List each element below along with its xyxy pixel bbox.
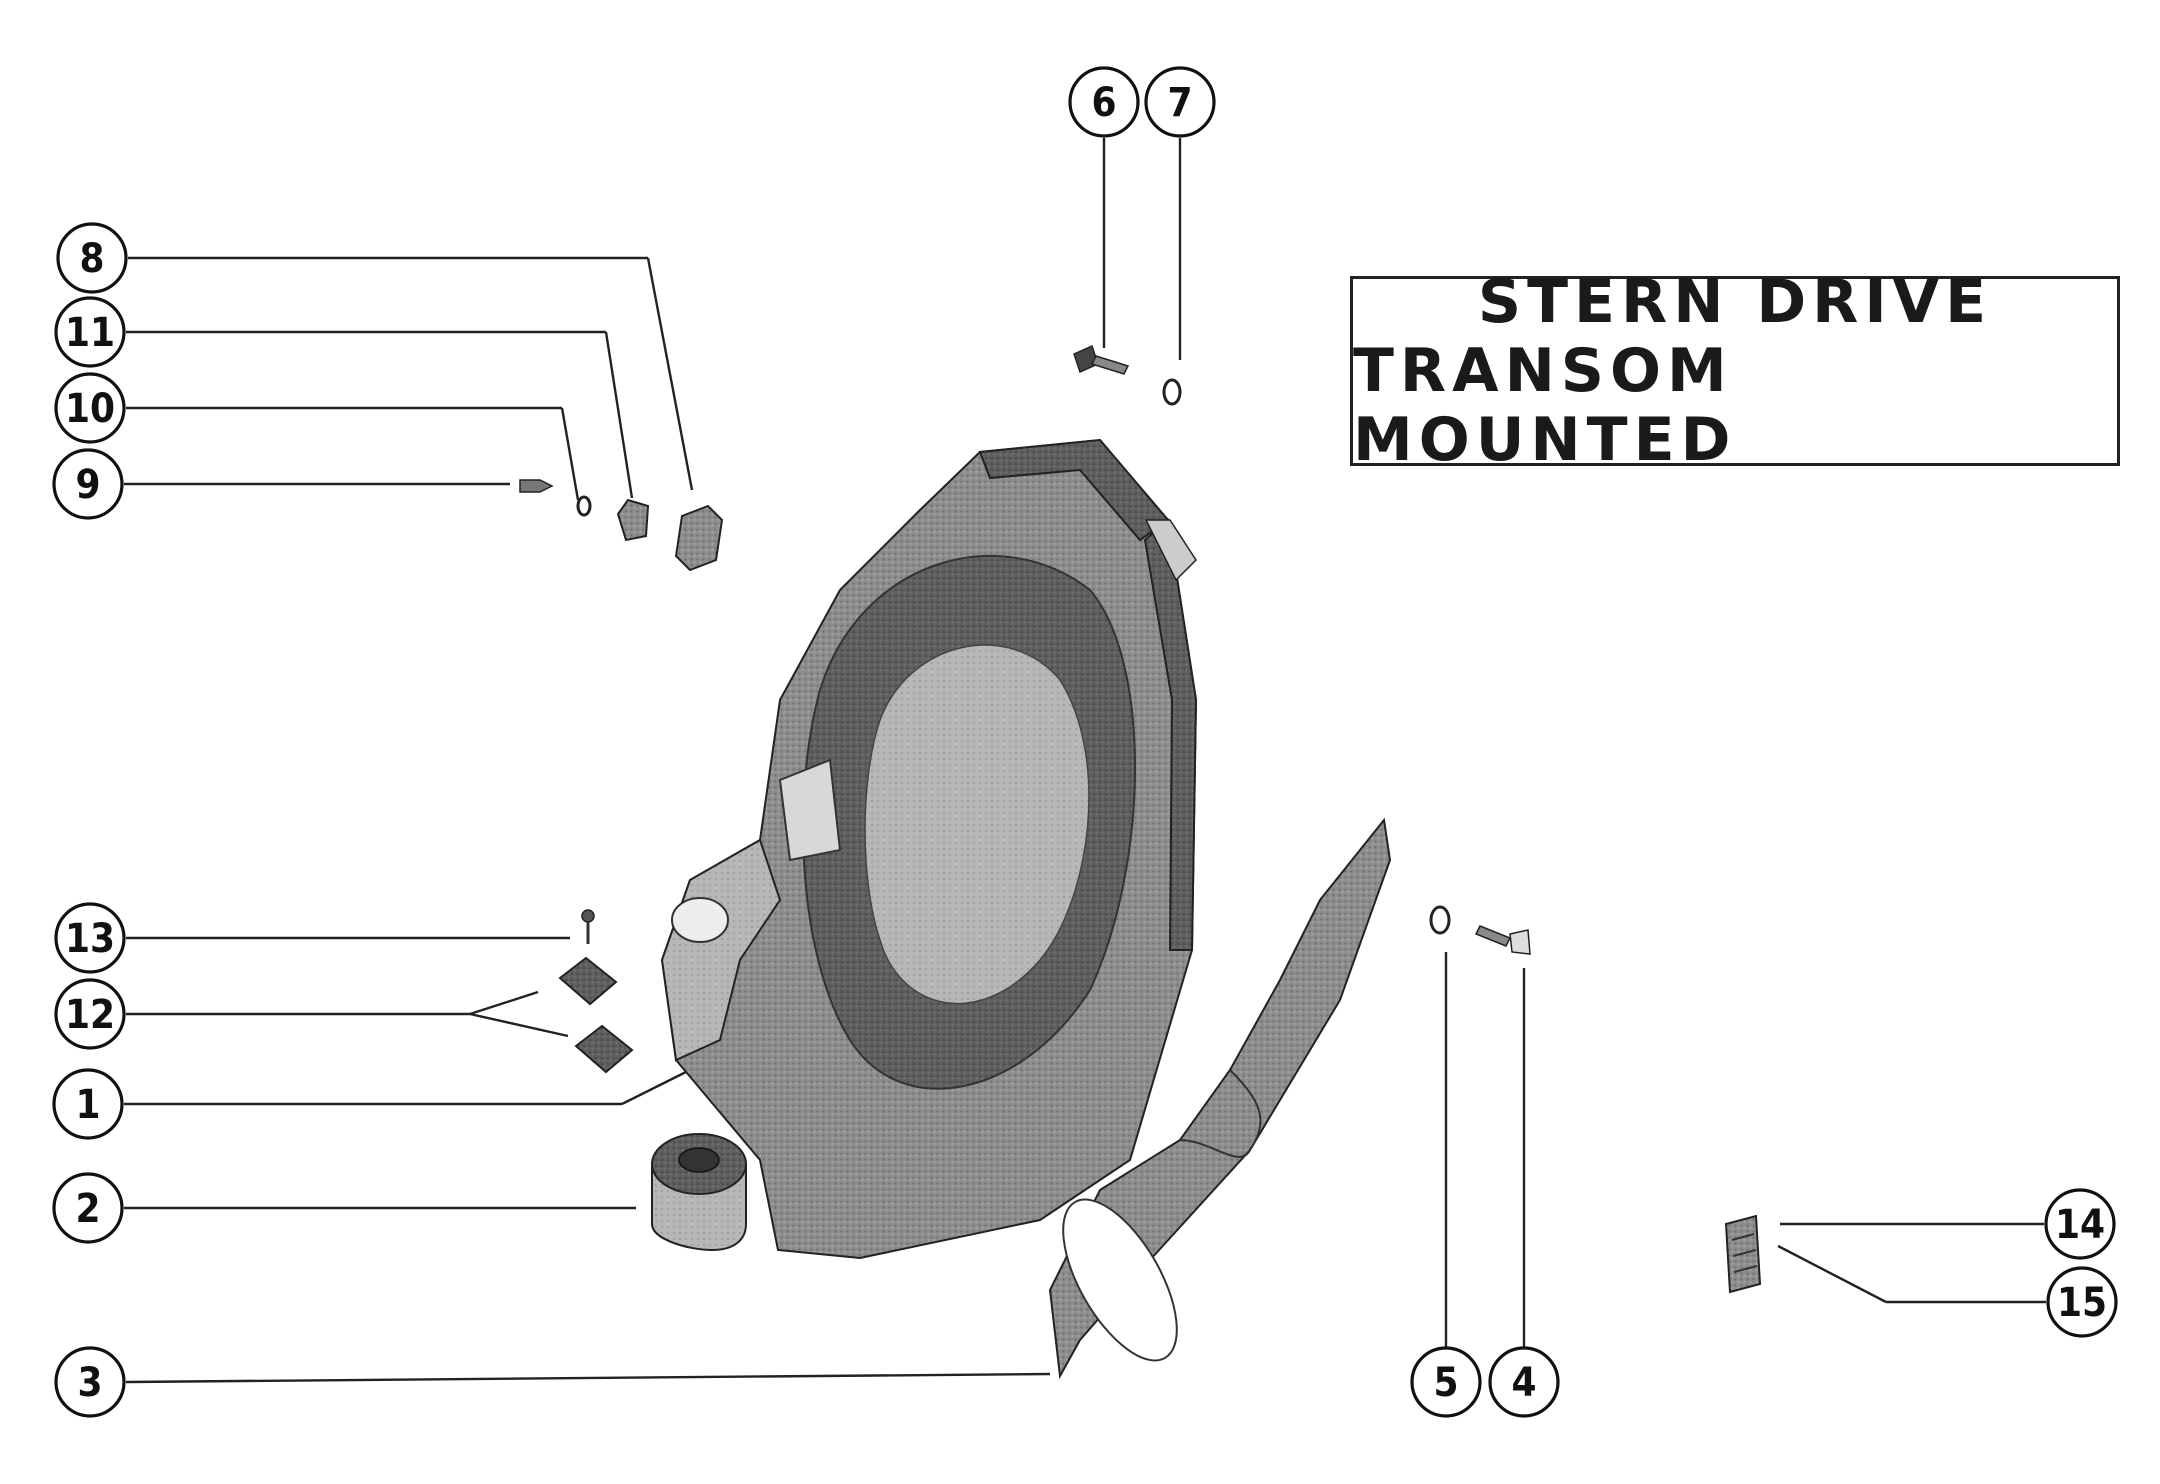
rubber-mount <box>651 1133 747 1252</box>
svg-text:2: 2 <box>75 1186 100 1232</box>
cover-notch <box>1179 1069 1262 1158</box>
callouts: 8 11 10 9 6 7 <box>52 66 2118 1418</box>
svg-text:5: 5 <box>1433 1360 1458 1406</box>
callout-6: 6 <box>1068 66 1140 138</box>
callout-8: 8 <box>56 222 128 294</box>
callout-1: 1 <box>52 1068 124 1140</box>
title-line-1: STERN DRIVE <box>1477 266 1993 337</box>
svg-text:13: 13 <box>65 916 115 962</box>
mount-hole <box>671 897 729 943</box>
callout-10: 10 <box>54 372 126 444</box>
callout-13: 13 <box>54 902 126 974</box>
inspection-cover <box>1048 817 1392 1380</box>
housing-right-flange <box>1143 518 1198 951</box>
leader-1-diag <box>621 1070 687 1106</box>
svg-text:15: 15 <box>2057 1280 2107 1326</box>
svg-text:7: 7 <box>1167 80 1192 126</box>
leader-3 <box>125 1372 1051 1384</box>
callout-9: 9 <box>52 448 124 520</box>
svg-text:6: 6 <box>1091 80 1116 126</box>
housing-mount-boss <box>660 838 782 1062</box>
svg-text:11: 11 <box>65 310 115 356</box>
title-box: STERN DRIVE TRANSOM MOUNTED <box>1350 267 2120 474</box>
svg-text:8: 8 <box>79 236 104 282</box>
svg-text:10: 10 <box>65 386 115 432</box>
callout-11: 11 <box>54 296 126 368</box>
clip-nut-a <box>558 956 618 1006</box>
housing-ear <box>1144 519 1197 582</box>
callout-7: 7 <box>1144 66 1216 138</box>
callout-14: 14 <box>2044 1188 2116 1260</box>
callout-15: 15 <box>2046 1266 2118 1338</box>
flywheel-housing <box>660 438 1198 1260</box>
screw-13 <box>581 909 595 944</box>
callout-2: 2 <box>52 1172 124 1244</box>
washer-10 <box>576 495 592 517</box>
nut-11 <box>616 498 650 542</box>
leader-8-diag <box>646 257 694 491</box>
leader-lines <box>124 138 2046 1384</box>
bolt-6 <box>1073 344 1130 375</box>
callout-12: 12 <box>54 978 126 1050</box>
svg-text:12: 12 <box>65 992 115 1038</box>
callout-5: 5 <box>1410 1346 1482 1418</box>
callout-4: 4 <box>1488 1346 1560 1418</box>
svg-text:14: 14 <box>2055 1202 2105 1248</box>
leader-12-b <box>469 1012 569 1038</box>
svg-text:1: 1 <box>75 1082 100 1128</box>
title-line-2: TRANSOM MOUNTED <box>1353 335 1737 475</box>
upper-small-parts <box>519 479 724 572</box>
housing-rib <box>778 758 842 862</box>
mount-bore <box>678 1147 720 1173</box>
leader-12-a <box>469 990 539 1016</box>
svg-text:9: 9 <box>75 462 100 508</box>
callout-3: 3 <box>54 1346 126 1418</box>
clip-nut-b <box>574 1024 634 1074</box>
leader-15-diag <box>1777 1244 1887 1304</box>
svg-text:4: 4 <box>1511 1360 1536 1406</box>
cover-opening <box>1062 1198 1178 1362</box>
svg-text:3: 3 <box>77 1360 102 1406</box>
leader-10-diag <box>560 407 580 501</box>
bolt-4 <box>1474 925 1531 955</box>
bracket-8 <box>674 504 724 572</box>
clip-nuts <box>558 956 634 1074</box>
screw-9 <box>519 479 554 493</box>
leader-11-diag <box>604 331 634 499</box>
washer-7 <box>1162 378 1182 406</box>
washer-5 <box>1429 905 1451 935</box>
housing-top-flange <box>978 438 1170 542</box>
housing-inner-face <box>864 644 1090 1005</box>
decal-plate <box>1724 1214 1762 1294</box>
